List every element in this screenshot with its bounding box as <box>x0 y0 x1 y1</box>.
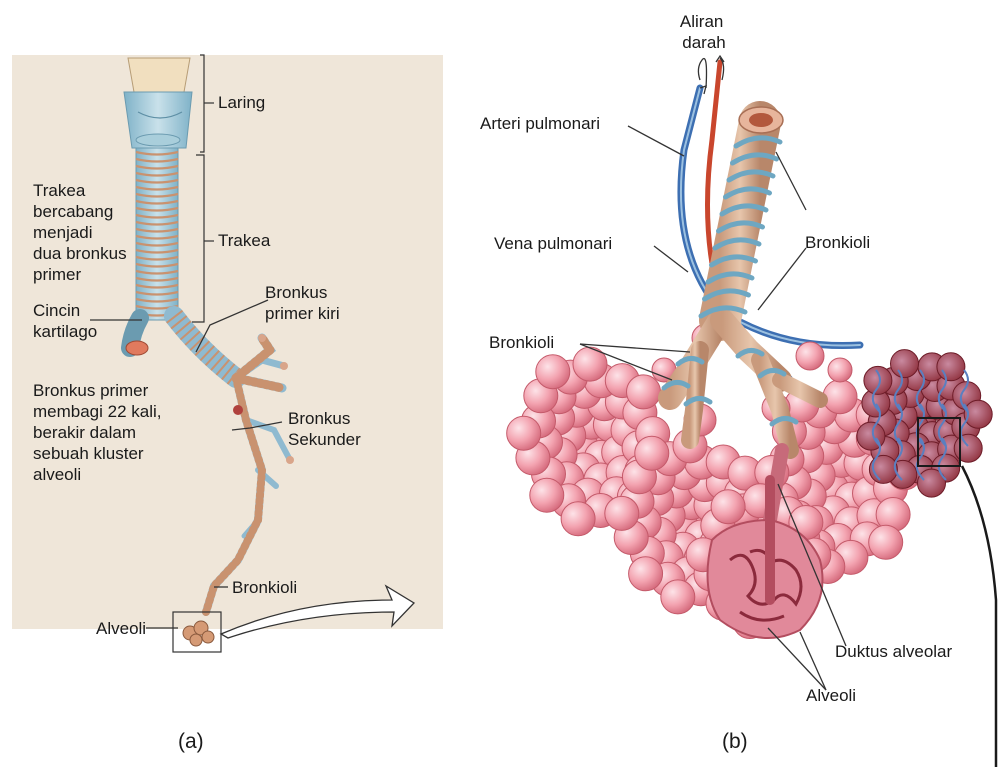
label-duktus-alveolar: Duktus alveolar <box>835 642 953 661</box>
alveolus-bubble <box>629 557 663 591</box>
zoom-callout-line <box>962 466 996 767</box>
alveolus-bud <box>796 342 824 370</box>
alveolus-bubble <box>530 478 564 512</box>
label-alveoli-a: Alveoli <box>96 619 146 638</box>
capillary-alveolus <box>891 350 919 378</box>
alveolus-bubble <box>823 380 857 414</box>
alveolus-bubble <box>507 416 541 450</box>
label-arteri-pulmonari: Arteri pulmonari <box>480 114 600 133</box>
label-vena-pulmonari: Vena pulmonari <box>494 234 612 253</box>
capillary-alveolus <box>937 353 965 381</box>
alveolus-bubble <box>869 525 903 559</box>
panel-a-background <box>12 55 443 629</box>
capillary-cluster <box>857 350 992 498</box>
caption-b: (b) <box>722 730 748 753</box>
capillary-alveolus <box>954 434 982 462</box>
label-aliran-darah: Aliran darah <box>680 12 728 52</box>
alveolus-bubble <box>561 502 595 536</box>
label-bronkioli-a: Bronkioli <box>232 578 297 597</box>
panel-a: Laring Trakea Trakea bercabang menjadi d… <box>12 55 443 753</box>
alveolus-bubble <box>605 496 639 530</box>
label-bronkioli-left: Bronkioli <box>489 333 554 352</box>
alveolus-bubble <box>635 436 669 470</box>
panel-b: Aliran darah Arteri pulmonari Vena pulmo… <box>480 12 996 767</box>
alveolus-bud <box>828 358 852 382</box>
alveolus-bubble <box>627 375 661 409</box>
label-laring: Laring <box>218 93 265 112</box>
alveolus-bubble <box>711 490 745 524</box>
alveolus-bubble <box>661 580 695 614</box>
label-alveoli-b: Alveoli <box>806 686 856 705</box>
caption-a: (a) <box>178 730 204 753</box>
label-bronkioli-right: Bronkioli <box>805 233 870 252</box>
larynx-illustration <box>124 58 192 148</box>
label-trakea: Trakea <box>218 231 271 250</box>
capillary-alveolus <box>864 366 892 394</box>
alveolus-bubble <box>536 355 570 389</box>
